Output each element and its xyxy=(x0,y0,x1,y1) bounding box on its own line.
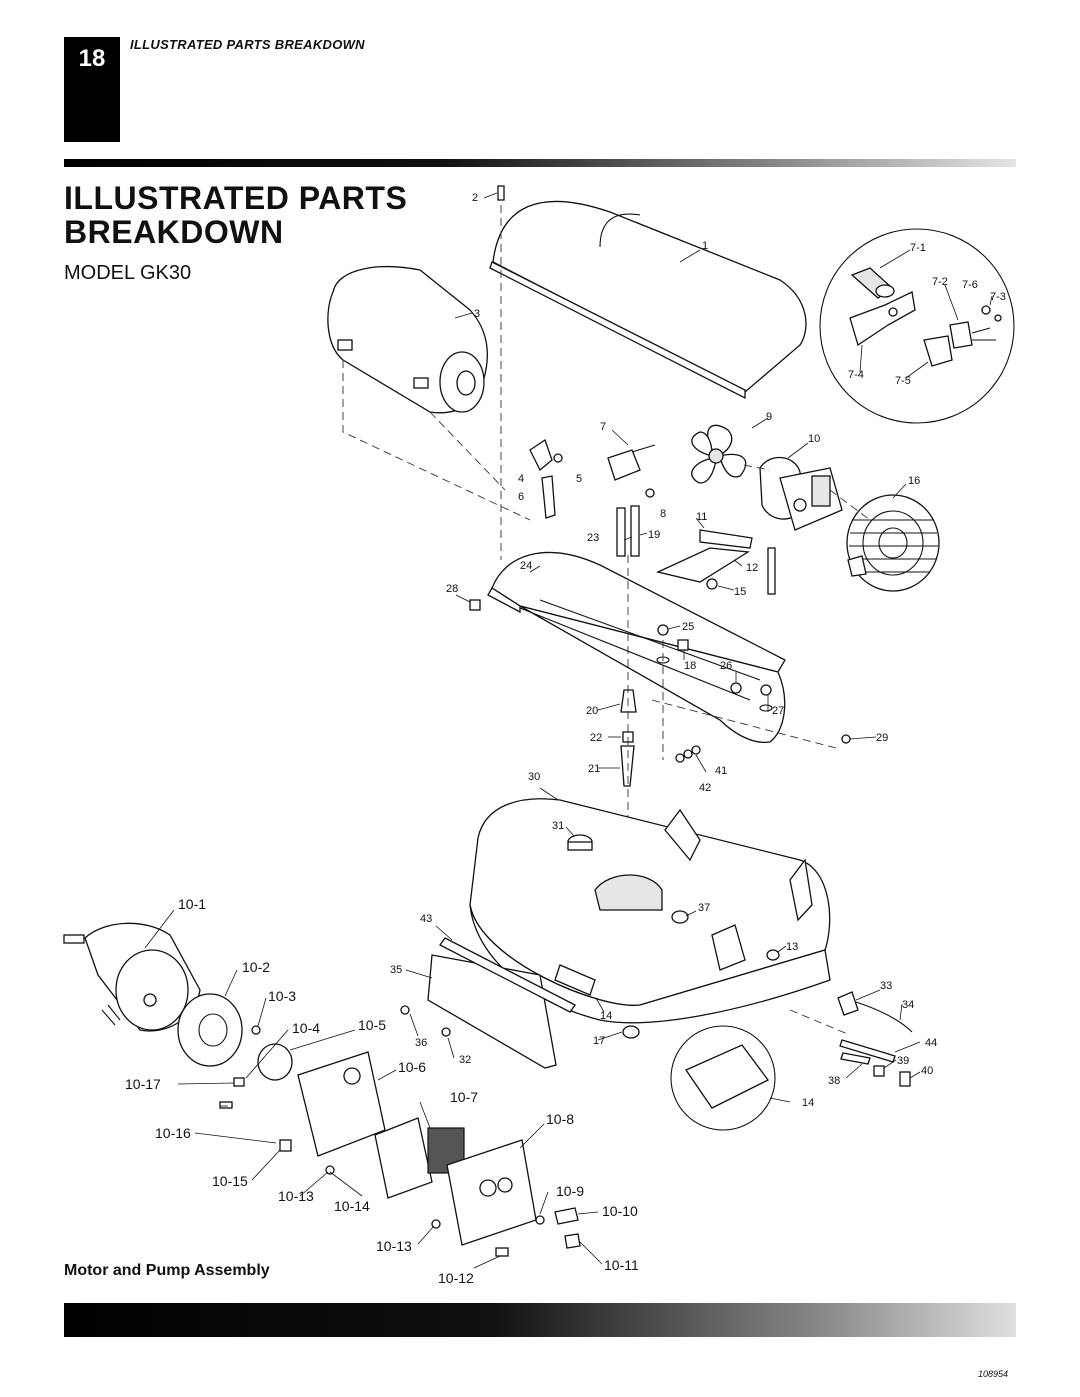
figure-number: 108954 xyxy=(978,1369,1009,1379)
callout-10-3: 10-3 xyxy=(268,988,296,1004)
callout-10: 10 xyxy=(808,433,820,445)
callout-13: 13 xyxy=(786,941,798,953)
callout-44: 44 xyxy=(925,1037,937,1049)
callout-20: 20 xyxy=(586,705,598,717)
callout-12: 12 xyxy=(746,562,758,574)
callout-10-1: 10-1 xyxy=(178,896,206,912)
callout-31: 31 xyxy=(552,820,564,832)
callout-2: 2 xyxy=(472,192,478,204)
combustion-chamber xyxy=(327,266,531,521)
callout-10-9: 10-9 xyxy=(556,1183,584,1199)
callout-labels: 1 2 3 4 5 6 7 8 9 10 11 12 13 14 14 14 1… xyxy=(125,192,1006,1286)
callout-37: 37 xyxy=(698,902,710,914)
callout-4: 4 xyxy=(518,473,524,485)
callout-8: 8 xyxy=(660,508,666,520)
page-number: 18 xyxy=(78,45,106,72)
callout-36: 36 xyxy=(415,1037,427,1049)
callout-7: 7 xyxy=(600,421,606,433)
control-board-group xyxy=(400,937,913,1131)
callout-15: 15 xyxy=(734,586,746,598)
callout-32: 32 xyxy=(459,1054,471,1066)
section-caption: Motor and Pump Assembly xyxy=(64,1262,270,1279)
fan-motor-group xyxy=(529,424,940,592)
callout-39: 39 xyxy=(897,1055,909,1067)
callout-29: 29 xyxy=(876,732,888,744)
fuel-tank xyxy=(469,798,831,1024)
callout-34: 34 xyxy=(902,999,914,1011)
callout-38: 38 xyxy=(828,1075,840,1087)
callout-14-b: 14 xyxy=(802,1097,814,1109)
callout-10-4: 10-4 xyxy=(292,1020,320,1036)
motor-pump-assembly xyxy=(63,922,581,1257)
callout-7-2: 7-2 xyxy=(932,276,948,288)
page-number-tab: 18 xyxy=(64,37,120,142)
callout-7-1: 7-1 xyxy=(910,242,926,254)
callout-10-12: 10-12 xyxy=(438,1270,474,1286)
running-header: ILLUSTRATED PARTS BREAKDOWN xyxy=(130,37,365,52)
callout-10-6: 10-6 xyxy=(398,1059,426,1075)
callout-10-2: 10-2 xyxy=(242,959,270,975)
top-shell xyxy=(489,185,807,560)
callout-42: 42 xyxy=(699,782,711,794)
callout-1: 1 xyxy=(702,240,708,252)
callout-10-5: 10-5 xyxy=(358,1017,386,1033)
fan-guard xyxy=(846,494,940,592)
callout-35: 35 xyxy=(390,964,402,976)
callout-24: 24 xyxy=(520,560,532,572)
callout-17: 17 xyxy=(593,1035,605,1047)
callout-11: 11 xyxy=(696,511,707,523)
fan-blade xyxy=(691,424,747,484)
callout-7-4: 7-4 xyxy=(848,369,864,381)
callout-18: 18 xyxy=(684,660,696,672)
callout-25: 25 xyxy=(682,621,694,633)
callout-10-7: 10-7 xyxy=(450,1089,478,1105)
callout-10-8: 10-8 xyxy=(546,1111,574,1127)
callout-10-13-a: 10-13 xyxy=(278,1188,314,1204)
leader-lines xyxy=(144,192,993,1269)
callout-5: 5 xyxy=(576,473,582,485)
callout-43: 43 xyxy=(420,913,432,925)
callout-10-10: 10-10 xyxy=(602,1203,638,1219)
bottom-shell xyxy=(469,505,851,830)
header-rule xyxy=(64,159,1016,167)
callout-6: 6 xyxy=(518,491,524,503)
callout-28: 28 xyxy=(446,583,458,595)
callout-3: 3 xyxy=(474,308,480,320)
callout-41: 41 xyxy=(715,765,727,777)
callout-9: 9 xyxy=(766,411,772,423)
callout-40: 40 xyxy=(921,1065,933,1077)
callout-19: 19 xyxy=(648,529,660,541)
callout-10-15: 10-15 xyxy=(212,1173,248,1189)
footer-rule xyxy=(64,1303,1016,1337)
callout-16: 16 xyxy=(908,475,920,487)
callout-26: 26 xyxy=(720,660,732,672)
callout-33: 33 xyxy=(880,980,892,992)
callout-10-14: 10-14 xyxy=(334,1198,370,1214)
callout-10-13-b: 10-13 xyxy=(376,1238,412,1254)
callout-10-11: 10-11 xyxy=(604,1257,639,1273)
callout-21: 21 xyxy=(588,763,600,775)
callout-7-3: 7-3 xyxy=(990,291,1006,303)
callout-22: 22 xyxy=(590,732,602,744)
callout-10-17: 10-17 xyxy=(125,1076,161,1092)
model-label: MODEL GK30 xyxy=(64,262,192,284)
callout-23: 23 xyxy=(587,532,599,544)
callout-7-5: 7-5 xyxy=(895,375,911,387)
callout-27: 27 xyxy=(772,705,784,717)
callout-14-a: 14 xyxy=(600,1010,612,1022)
page-title: ILLUSTRATED PARTS BREAKDOWN xyxy=(64,180,408,250)
callout-7-6: 7-6 xyxy=(962,279,978,291)
callout-30: 30 xyxy=(528,771,540,783)
inset-detail xyxy=(819,228,1015,424)
callout-10-16: 10-16 xyxy=(155,1125,191,1141)
